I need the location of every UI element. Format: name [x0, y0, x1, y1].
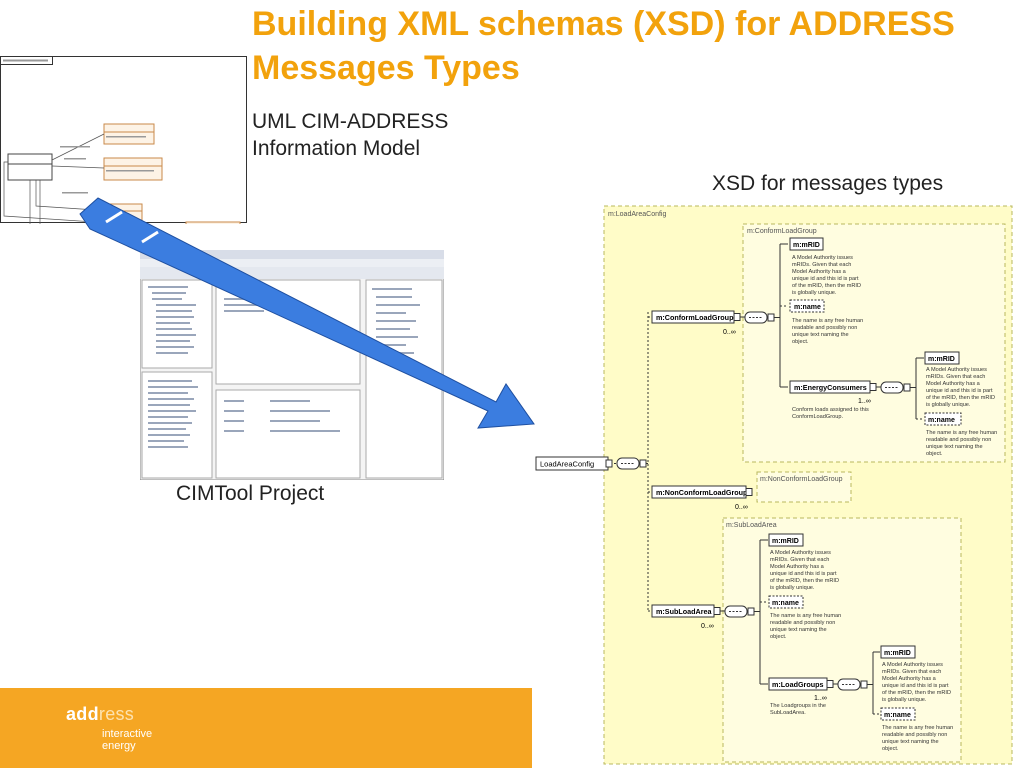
address-logo: address interactive energy	[66, 704, 152, 752]
element-name-label: m:name	[928, 417, 955, 424]
logo-tagline: interactive energy	[102, 728, 153, 752]
root-element-label: LoadAreaConfig	[540, 460, 594, 469]
element-mrid-label: m:mRID	[928, 356, 955, 363]
element-mrid-label: m:mRID	[793, 242, 820, 249]
nonconformloadgroup-cardinality: 0..∞	[735, 504, 748, 511]
element-loadgroups-label: m:LoadGroups	[772, 680, 824, 689]
element-mrid	[880, 645, 916, 659]
subloadarea-type-box	[722, 517, 962, 763]
energyconsumers-cardinality: 1..∞	[858, 398, 871, 405]
loadgroups-cardinality: 1..∞	[814, 695, 827, 702]
element-subloadarea-label: m:SubLoadArea	[656, 607, 713, 616]
element-name-label: m:name	[884, 712, 911, 719]
slide-title: Building XML schemas (XSD) for ADDRESS M…	[252, 2, 1024, 90]
uml-model-caption: UML CIM-ADDRESS Information Model	[252, 108, 448, 162]
logo-brand: address	[66, 704, 135, 724]
uml-caption-line-2: Information Model	[252, 137, 421, 160]
slide-title-line-2: Messages Types	[252, 49, 520, 87]
element-name-label: m:name	[772, 600, 799, 607]
subloadarea-cardinality: 0..∞	[701, 623, 714, 630]
nonconformloadgroup-type-box	[756, 471, 852, 503]
element-mrid-label: m:mRID	[772, 538, 799, 545]
footer-bar: address interactive energy	[0, 688, 532, 768]
element-mrid	[924, 351, 960, 365]
element-conformloadgroup-label: m:ConformLoadGroup	[656, 313, 734, 322]
element-name	[789, 299, 825, 313]
uml-class-diagram-thumbnail	[0, 56, 247, 224]
element-name	[768, 595, 804, 609]
conformloadgroup-cardinality: 0..∞	[723, 329, 736, 336]
element-mrid-label: m:mRID	[884, 650, 911, 657]
element-energyconsumers-label: m:EnergyConsumers	[794, 383, 867, 392]
element-name-label: m:name	[794, 304, 821, 311]
loadareaconfig-group-label: m:LoadAreaConfig	[608, 211, 666, 218]
xsd-diagram: m:LoadAreaConfig LoadAreaConfig m:Confor…	[535, 205, 1013, 765]
nonconformloadgroup-type-label: m:NonConformLoadGroup	[760, 476, 843, 483]
element-nonconformloadgroup-label: m:NonConformLoadGroup	[656, 488, 748, 497]
element-mrid	[789, 237, 824, 251]
xsd-caption: XSD for messages types	[712, 172, 944, 195]
element-name	[880, 707, 916, 721]
slide-title-line-1: Building XML schemas (XSD) for ADDRESS	[252, 5, 955, 43]
uml-caption-line-1: UML CIM-ADDRESS	[252, 110, 449, 133]
conformloadgroup-type-label: m:ConformLoadGroup	[747, 228, 817, 235]
conformloadgroup-type-box	[742, 223, 1006, 463]
subloadarea-type-label: m:SubLoadArea	[726, 522, 777, 529]
element-mrid	[768, 533, 804, 547]
element-name	[924, 412, 962, 426]
cimtool-caption: CIMTool Project	[176, 482, 325, 505]
